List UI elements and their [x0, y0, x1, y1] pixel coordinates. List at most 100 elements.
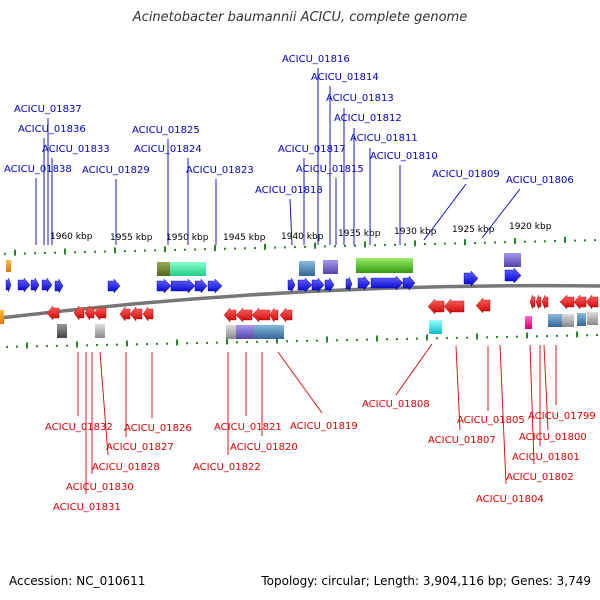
- gene-arrow-reverse: [269, 307, 279, 323]
- gene-arrow-reverse: [235, 307, 253, 323]
- tick-mark: [516, 335, 518, 338]
- tick-mark: [496, 336, 498, 339]
- gene-label: ACICU_01831: [53, 502, 121, 513]
- tick-mark: [104, 250, 106, 253]
- tick-mark: [234, 247, 236, 250]
- tick-mark: [556, 334, 558, 337]
- tick-mark: [416, 337, 418, 340]
- feature-block: [170, 262, 206, 276]
- gene-arrow-forward: [402, 275, 416, 291]
- tick-mark: [264, 243, 266, 250]
- tick-mark: [186, 342, 188, 345]
- gene-label: ACICU_01836: [18, 124, 86, 135]
- tick-mark: [514, 238, 516, 245]
- gene-arrow-reverse: [142, 306, 154, 322]
- gene-label: ACICU_01800: [519, 432, 587, 443]
- tick-mark: [236, 341, 238, 344]
- tick-mark: [396, 338, 398, 341]
- gene-arrow-reverse: [73, 305, 85, 321]
- tick-mark: [326, 336, 328, 343]
- gene-label: ACICU_01832: [45, 422, 113, 433]
- scale-tick-label: 1950 kbp: [166, 233, 209, 243]
- gene-label: ACICU_01829: [82, 165, 150, 176]
- gene-track: [5, 267, 599, 323]
- gene-arrow-forward: [54, 278, 64, 294]
- gene-arrow-forward: [194, 278, 208, 294]
- tick-mark: [244, 247, 246, 250]
- gene-arrow-reverse: [279, 307, 293, 323]
- tick-mark: [16, 345, 18, 348]
- gene-label: ACICU_01799: [528, 411, 596, 422]
- tick-mark: [336, 339, 338, 342]
- gene-label: ACICU_01825: [132, 125, 200, 136]
- gene-label: ACICU_01826: [124, 423, 192, 434]
- scale-tick-label: 1930 kbp: [394, 227, 437, 237]
- tick-mark: [266, 340, 268, 343]
- gene-arrow-forward: [463, 270, 479, 287]
- feature-block: [429, 320, 442, 334]
- gene-label: ACICU_01808: [362, 399, 430, 410]
- tick-mark: [414, 240, 416, 247]
- tick-mark: [284, 246, 286, 249]
- gene-arrow-reverse: [475, 297, 491, 314]
- feature-block: [323, 260, 338, 274]
- tick-mark: [544, 240, 546, 243]
- tick-mark: [484, 241, 486, 244]
- tick-mark: [124, 250, 126, 253]
- tick-mark: [334, 245, 336, 248]
- gene-arrow-forward: [311, 277, 325, 293]
- gene-arrow-forward: [156, 278, 172, 294]
- tick-mark: [6, 345, 8, 348]
- gene-label: ACICU_01833: [42, 144, 110, 155]
- gene-arrow-forward: [324, 277, 335, 293]
- tick-mark: [384, 244, 386, 247]
- tick-mark: [386, 338, 388, 341]
- gene-label: ACICU_01828: [92, 462, 160, 473]
- gene-label: ACICU_01812: [334, 113, 402, 124]
- gene-arrow-forward: [41, 277, 53, 293]
- feature-block: [548, 314, 562, 327]
- tick-mark: [134, 249, 136, 252]
- scale-tick-label: 1925 kbp: [452, 225, 495, 235]
- tick-mark: [534, 240, 536, 243]
- tick-mark: [494, 241, 496, 244]
- tick-mark: [156, 342, 158, 345]
- tick-mark: [4, 252, 6, 255]
- tick-mark: [364, 241, 366, 248]
- callout-line: [529, 344, 535, 465]
- scale-tick-label: 1935 kbp: [338, 229, 381, 239]
- gene-arrow-reverse: [585, 294, 599, 310]
- tick-mark: [316, 339, 318, 342]
- gene-label: ACICU_01824: [134, 144, 202, 155]
- tick-mark: [464, 239, 466, 246]
- gene-label: ACICU_01817: [278, 144, 346, 155]
- tick-mark: [546, 335, 548, 338]
- gene-label: ACICU_01802: [506, 472, 574, 483]
- gene-arrow-reverse: [223, 307, 237, 323]
- tick-mark: [584, 239, 586, 242]
- tick-mark: [176, 339, 178, 346]
- tick-mark: [354, 244, 356, 247]
- feature-block: [157, 262, 170, 276]
- feature-block: [504, 253, 521, 267]
- tick-mark: [564, 236, 566, 243]
- gene-arrow-reverse: [129, 306, 143, 322]
- gene-label: ACICU_01807: [428, 435, 496, 446]
- tick-mark: [204, 248, 206, 251]
- scale-ticks-upper: [4, 236, 596, 256]
- scale-ticks-lower: [6, 331, 598, 349]
- tick-mark: [454, 242, 456, 245]
- tick-mark: [306, 339, 308, 342]
- tick-mark: [224, 247, 226, 250]
- gene-label: ACICU_01838: [4, 164, 72, 175]
- tick-mark: [144, 249, 146, 252]
- tick-mark: [184, 248, 186, 251]
- tick-mark: [174, 248, 176, 251]
- tick-mark: [136, 343, 138, 346]
- gene-label: ACICU_01822: [193, 462, 261, 473]
- gene-arrow-forward: [357, 275, 371, 291]
- tick-mark: [434, 242, 436, 245]
- tick-mark: [466, 336, 468, 339]
- tick-mark: [246, 341, 248, 344]
- tick-mark: [74, 251, 76, 254]
